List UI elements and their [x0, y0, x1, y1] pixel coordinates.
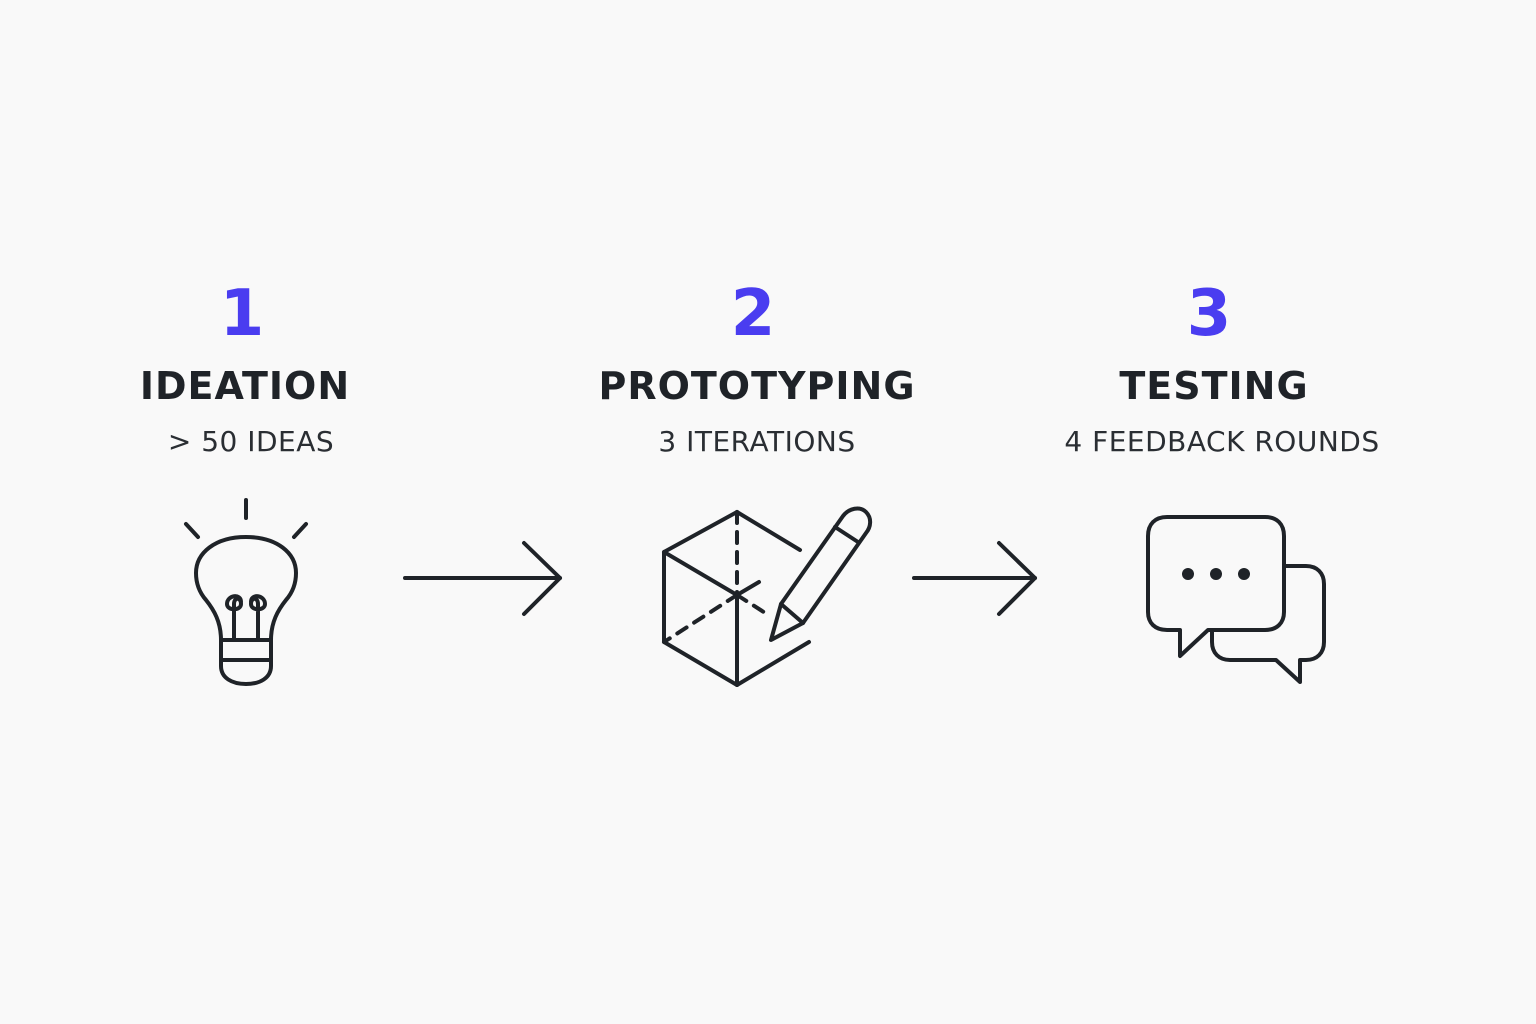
cube-pencil-icon: [662, 506, 873, 687]
step-title: PROTOTYPING: [598, 364, 916, 408]
step-title: TESTING: [1119, 364, 1309, 408]
chat-bubbles-icon: [1146, 515, 1326, 684]
step-number: 3: [1186, 277, 1232, 351]
arrow-right-icon: [403, 541, 562, 616]
lightbulb-icon: [184, 498, 308, 686]
step-title: IDEATION: [139, 364, 351, 408]
step-metric: 4 FEEDBACK ROUNDS: [1064, 425, 1380, 458]
step-metric: 3 ITERATIONS: [658, 425, 856, 458]
step-number: 1: [219, 277, 265, 351]
step-metric: > 50 IDEAS: [167, 425, 335, 458]
arrow-right-icon: [912, 541, 1037, 616]
step-number: 2: [730, 277, 776, 351]
